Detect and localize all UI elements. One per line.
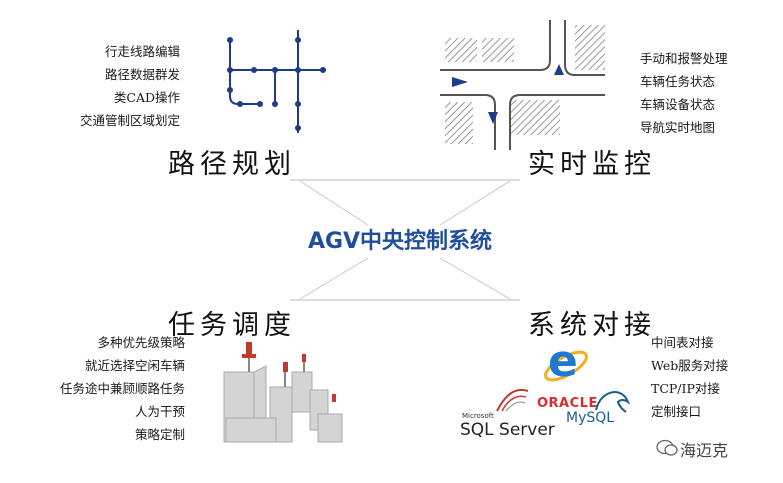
dispatch-feature-item: 多种优先级策略	[97, 335, 185, 350]
oracle-logo: ORACLE	[537, 396, 598, 411]
monitor-feature-item: 车辆设备状态	[640, 97, 716, 112]
path-feature-item: 类CAD操作	[113, 90, 180, 105]
integration-features: 中间表对接 Web服务对接 TCP/IP对接 定制接口	[651, 331, 728, 423]
path-feature-item: 交通管制区域划定	[79, 113, 180, 128]
monitor-feature-item: 导航实时地图	[640, 120, 716, 135]
center-title: AGV中央控制系统	[307, 229, 493, 254]
path-feature-item: 行走线路编辑	[104, 44, 180, 59]
path-planning-features: 行走线路编辑 路径数据群发 类CAD操作 交通管制区域划定	[40, 40, 180, 132]
path-network-icon	[227, 30, 326, 133]
realtime-monitor-title: 实时监控	[528, 149, 656, 180]
mysql-dolphin-icon	[595, 390, 631, 413]
dispatch-feature-item: 就近选择空闲车辆	[84, 358, 185, 373]
monitor-features: 手动和报警处理 车辆任务状态 车辆设备状态 导航实时地图	[640, 47, 728, 139]
dispatch-feature-item: 人为干预	[134, 404, 185, 419]
integration-feature-item: 定制接口	[651, 404, 702, 419]
wechat-icon	[656, 439, 678, 456]
integration-feature-item: 中间表对接	[651, 335, 714, 350]
dispatch-feature-item: 策略定制	[134, 427, 185, 442]
path-planning-title: 路径规划	[168, 149, 296, 180]
dispatch-feature-item: 任务途中兼顾顺路任务	[59, 381, 185, 396]
integration-feature-item: TCP/IP对接	[651, 381, 720, 396]
diag-tr	[439, 180, 511, 226]
monitor-feature-item: 车辆任务状态	[640, 74, 716, 89]
sqlserver-logo: SQL Server	[460, 420, 555, 440]
sqlserver-logo-icon	[496, 389, 529, 412]
diag-bl	[299, 257, 369, 300]
path-feature-item: 路径数据群发	[104, 67, 180, 82]
dispatch-features: 多种优先级策略 就近选择空闲车辆 任务途中兼顾顺路任务 人为干预 策略定制	[20, 331, 185, 446]
ie-logo-letter: e	[548, 336, 578, 387]
monitor-feature-item: 手动和报警处理	[640, 51, 728, 66]
integration-feature-item: Web服务对接	[651, 358, 729, 373]
system-integration-title: 系统对接	[528, 310, 656, 341]
diag-tl	[299, 180, 369, 226]
mysql-logo: MySQL	[566, 410, 615, 426]
warehouse-agv-icon	[223, 342, 343, 443]
sqlserver-vendor: Microsoft	[462, 412, 494, 420]
diag-br	[439, 257, 511, 300]
task-dispatch-title: 任务调度	[168, 310, 296, 341]
ie-logo: e	[542, 336, 590, 390]
traffic-monitor-icon	[440, 20, 605, 150]
watermark-text: 海迈克	[680, 441, 729, 460]
